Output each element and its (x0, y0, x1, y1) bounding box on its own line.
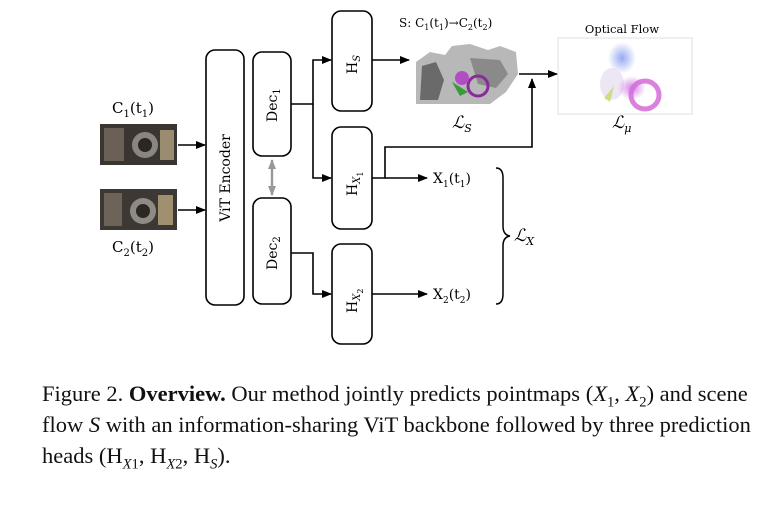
head-s-box (331, 10, 373, 112)
figure-caption: Figure 2. Overview. Our method jointly p… (42, 381, 751, 473)
input-image-c2 (100, 189, 177, 230)
arrow-dec1-to-hx1 (312, 104, 332, 182)
input-label-c1: C1(t1) (112, 99, 154, 120)
vit-encoder-box (205, 49, 245, 306)
arrow-dec1-to-hs (291, 56, 332, 105)
decoder-2-label: Dec2 (265, 236, 283, 270)
vit-encoder-label: ViT Encoder (218, 134, 234, 223)
optical-flow-image (557, 37, 693, 115)
decoder-1-label: Dec1 (265, 88, 283, 122)
output-label-x1: X1(t1) (433, 171, 471, 190)
decoder-2-box (252, 197, 292, 305)
arrow-dec2-to-hx2 (291, 252, 332, 298)
output-label-x2: X2(t2) (433, 287, 471, 306)
optical-flow-loss: ℒμ (612, 113, 631, 135)
scene-flow-label: S: C1(t1)→C2(t2) (399, 16, 492, 32)
head-s-label: HS (345, 55, 363, 74)
caption-heading: Overview. (128, 381, 226, 406)
head-x2-label: HX2 (345, 289, 365, 313)
optical-flow-title: Optical Flow (585, 22, 659, 36)
loss-x-brace (495, 167, 511, 305)
arrow-hx1-to-optical-flow (372, 78, 536, 179)
scene-flow-loss: ℒS (452, 113, 472, 135)
input-label-c2: C2(t2) (112, 238, 154, 259)
scene-flow-image (410, 40, 518, 104)
head-x1-label: HX1 (345, 172, 365, 196)
output-loss: ℒX (514, 226, 535, 248)
overview-diagram: C1(t1) C2(t2) ViT Encoder Dec1 Dec2 HS H… (100, 10, 693, 345)
caption-figure-number: Figure 2. (42, 381, 124, 406)
input-image-c1 (100, 124, 177, 165)
